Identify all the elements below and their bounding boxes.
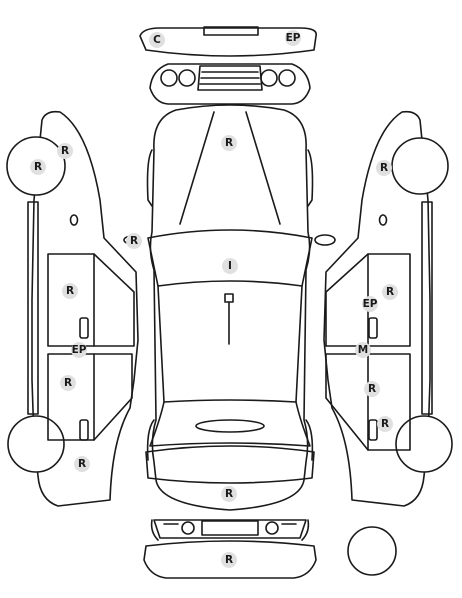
damage-marker[interactable]: I xyxy=(222,258,238,274)
svg-text:R: R xyxy=(225,488,233,500)
front-fascia[interactable] xyxy=(149,63,311,105)
damage-marker[interactable]: EP xyxy=(71,342,87,358)
front-bumper[interactable] xyxy=(139,26,317,57)
svg-text:R: R xyxy=(380,162,388,174)
damage-marker[interactable]: R xyxy=(382,284,398,300)
damage-marker[interactable]: EP xyxy=(362,296,378,312)
svg-text:C: C xyxy=(153,34,161,46)
svg-text:R: R xyxy=(66,285,74,297)
damage-marker[interactable]: R xyxy=(57,143,73,159)
damage-marker[interactable]: R xyxy=(221,486,237,502)
damage-marker[interactable]: R xyxy=(364,381,380,397)
damage-marker[interactable]: R xyxy=(377,416,393,432)
svg-text:EP: EP xyxy=(72,344,87,356)
damage-marker[interactable]: R xyxy=(62,283,78,299)
svg-text:R: R xyxy=(64,377,72,389)
damage-marker[interactable]: EP xyxy=(285,30,301,46)
damage-marker[interactable]: R xyxy=(221,135,237,151)
rear-fascia[interactable] xyxy=(150,519,310,541)
svg-text:M: M xyxy=(358,344,368,356)
rear-bumper[interactable] xyxy=(143,540,317,579)
svg-text:R: R xyxy=(61,145,69,157)
damage-marker[interactable]: M xyxy=(355,342,371,358)
right-side-view xyxy=(323,110,453,507)
svg-text:R: R xyxy=(381,418,389,430)
left-side-view xyxy=(6,110,139,507)
svg-text:R: R xyxy=(34,161,42,173)
damage-marker[interactable]: R xyxy=(60,375,76,391)
svg-text:R: R xyxy=(78,458,86,470)
damage-marker[interactable]: C xyxy=(149,32,165,48)
spare-wheel[interactable] xyxy=(347,526,397,576)
svg-text:EP: EP xyxy=(363,298,378,310)
svg-text:I: I xyxy=(228,260,232,272)
svg-text:R: R xyxy=(225,137,233,149)
svg-text:R: R xyxy=(130,235,138,247)
damage-marker[interactable]: R xyxy=(126,233,142,249)
damage-marker[interactable]: R xyxy=(30,159,46,175)
svg-text:R: R xyxy=(386,286,394,298)
damage-marker[interactable]: R xyxy=(74,456,90,472)
svg-text:R: R xyxy=(368,383,376,395)
damage-marker[interactable]: R xyxy=(376,160,392,176)
svg-text:EP: EP xyxy=(286,32,301,44)
damage-marker[interactable]: R xyxy=(221,552,237,568)
car-body-top-view xyxy=(123,104,336,511)
svg-text:R: R xyxy=(225,554,233,566)
